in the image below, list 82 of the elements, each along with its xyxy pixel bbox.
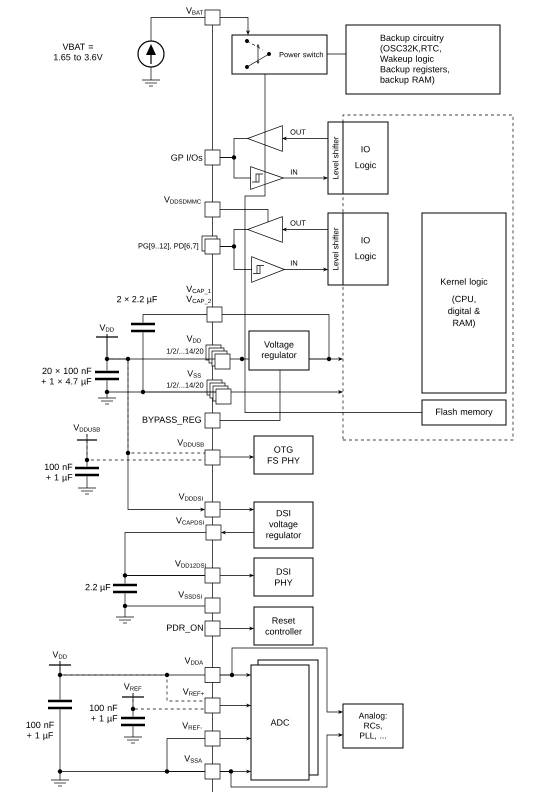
function-block: OTG FS PHY — [254, 436, 314, 474]
capacitor-symbol — [131, 322, 155, 332]
pin-square — [204, 764, 220, 780]
connector-line — [86, 434, 88, 467]
pin-square — [204, 450, 220, 466]
capacitor-symbol — [121, 716, 145, 726]
connector-line — [142, 314, 208, 323]
connector-line — [124, 593, 206, 606]
pin-square — [204, 412, 220, 428]
capacitor-value: 20 × 100 nF + 1 × 4.7 µF — [42, 368, 92, 386]
pin-square — [204, 150, 220, 166]
pin-label: V$_{CAP_1}$ — [186, 286, 211, 294]
function-block: Voltage regulator — [248, 330, 310, 370]
supply-label: V$_{REF}$ — [124, 683, 142, 691]
pin-label: V$_{DDDSI}$ — [178, 493, 203, 501]
supply-label: V$_{DD}$ — [52, 651, 67, 659]
pin-stack — [202, 236, 220, 254]
capacitor-value: 2.2 µF — [86, 584, 110, 592]
pin-square — [206, 524, 222, 540]
capacitor-value: 100 nF + 1 µF — [90, 704, 118, 724]
function-block: DSI voltage regulator — [254, 502, 314, 548]
function-block: Flash memory — [422, 400, 506, 426]
capacitor-symbol — [48, 700, 72, 710]
pin-label: V$_{REF-}$ — [182, 722, 202, 730]
pin-label: V$_{DDUSB}$ — [177, 439, 204, 447]
pin-label: V$_{SS}$ — [187, 370, 201, 378]
connector-line — [124, 575, 206, 584]
connector-line — [220, 157, 252, 178]
pin-square — [204, 568, 220, 584]
connector-line — [230, 358, 250, 360]
capacitor-value: 100 nF + 1 µF — [26, 722, 54, 740]
voltage-label: VBAT = 1.65 to 3.6V — [54, 44, 103, 60]
connector-line — [220, 246, 252, 270]
function-block: Reset controller — [254, 606, 314, 646]
connector-line — [60, 709, 206, 772]
pin-square — [204, 698, 220, 714]
pin-label: V$_{CAPDSI}$ — [176, 517, 204, 525]
capacitor-symbol — [113, 584, 137, 594]
pin-stack — [206, 380, 232, 404]
pin-square — [206, 306, 222, 322]
pin-square — [204, 598, 220, 614]
function-block: Analog: RCs, PLL, ... — [342, 704, 404, 748]
capacitor-symbol — [75, 466, 99, 476]
pin-label: V$_{DDSDMMC}$ — [164, 196, 201, 204]
pin-square — [204, 10, 220, 26]
pin-stack — [206, 344, 230, 370]
pin-square — [204, 667, 220, 683]
pin-square — [204, 502, 220, 518]
adc-stack: ADC — [250, 660, 318, 780]
pin-label: V$_{CAP_2}$ — [186, 296, 211, 304]
current-source-symbol — [137, 40, 165, 68]
connector-line — [106, 380, 216, 392]
pin-square — [204, 730, 220, 746]
pin-label: V$_{BAT}$ — [186, 7, 204, 15]
pin-label: GP I/Os — [171, 154, 202, 161]
pin-label: V$_{SSA}$ — [184, 755, 202, 763]
connector-line — [124, 532, 206, 576]
pin-square — [204, 202, 220, 218]
connector-line — [220, 209, 268, 222]
function-block: Backup circuitry (OSC32K,RTC, Wakeup logic Backup registers, backup RAM) — [346, 24, 500, 94]
supply-label: V$_{DD}$ — [100, 324, 114, 332]
connector-line — [166, 738, 206, 772]
pin-label: V$_{REF+}$ — [182, 688, 204, 696]
function-block: Kernel logic (CPU, digital & RAM) — [422, 212, 506, 394]
pin-square — [204, 620, 220, 636]
pin-label: V$_{DDA}$ — [184, 657, 204, 665]
supply-label: V$_{DDUSB}$ — [73, 424, 100, 432]
pin-label: PDR_ON — [167, 624, 203, 633]
pin-label: BYPASS_REG — [142, 416, 201, 425]
connector-line — [220, 370, 280, 421]
connector-line — [132, 692, 134, 717]
connector-line — [222, 314, 330, 360]
function-block: DSI PHY — [254, 558, 314, 596]
capacitor-value: 100 nF + 1 µF — [44, 464, 72, 482]
pin-label: V$_{DD}$ — [186, 335, 201, 343]
connector-line — [244, 74, 422, 413]
pin-label: V$_{DD12DSI}$ — [174, 560, 206, 568]
capacitor-symbol — [95, 370, 119, 380]
connector-line — [106, 334, 108, 371]
pin-label: V$_{SSDSI}$ — [178, 591, 202, 599]
capacitor-value: 2 × 2.2 µF — [117, 296, 158, 304]
connector-line — [150, 17, 206, 42]
